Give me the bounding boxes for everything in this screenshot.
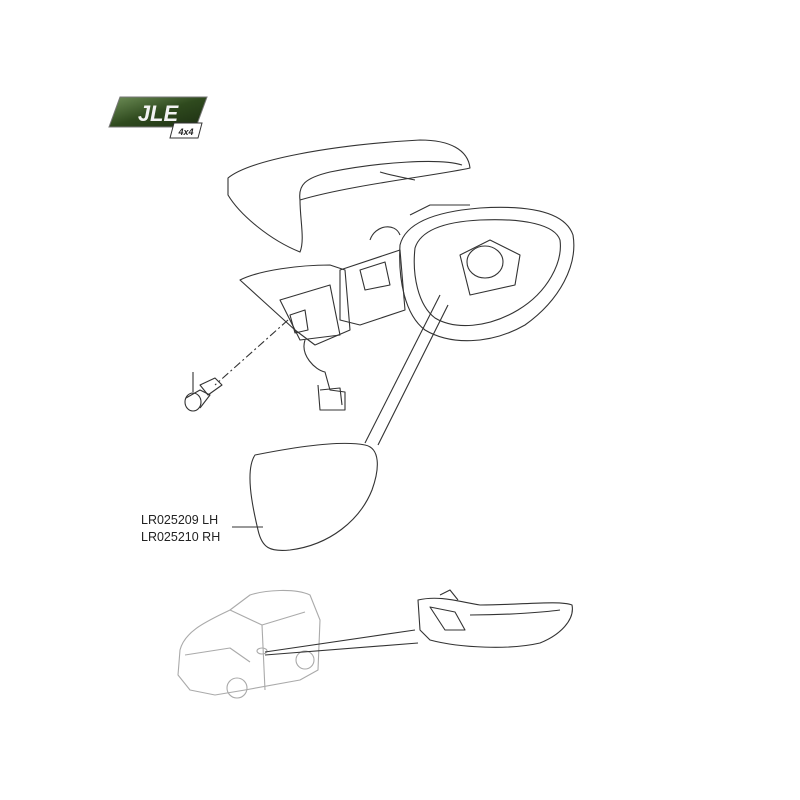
logo-subtext: 4x4	[177, 127, 193, 137]
leader-line	[377, 304, 449, 446]
leader-line	[264, 629, 416, 653]
brand-logo: JLE 4x4	[108, 96, 208, 140]
mirror-housing	[339, 204, 575, 342]
mirror-base	[239, 264, 351, 411]
leader-line	[364, 294, 441, 444]
mirror-cap	[227, 139, 471, 253]
side-indicator-lamp	[417, 589, 573, 648]
mirror-glass	[249, 442, 378, 552]
part-number-lh: LR025209 LH	[141, 513, 219, 527]
logo-text: JLE	[138, 101, 180, 126]
vehicle-location-illustration	[177, 589, 321, 699]
bolt	[184, 372, 223, 412]
part-number-rh: LR025210 RH	[141, 530, 221, 544]
assembly-line	[214, 319, 289, 386]
leader-line	[264, 642, 419, 656]
